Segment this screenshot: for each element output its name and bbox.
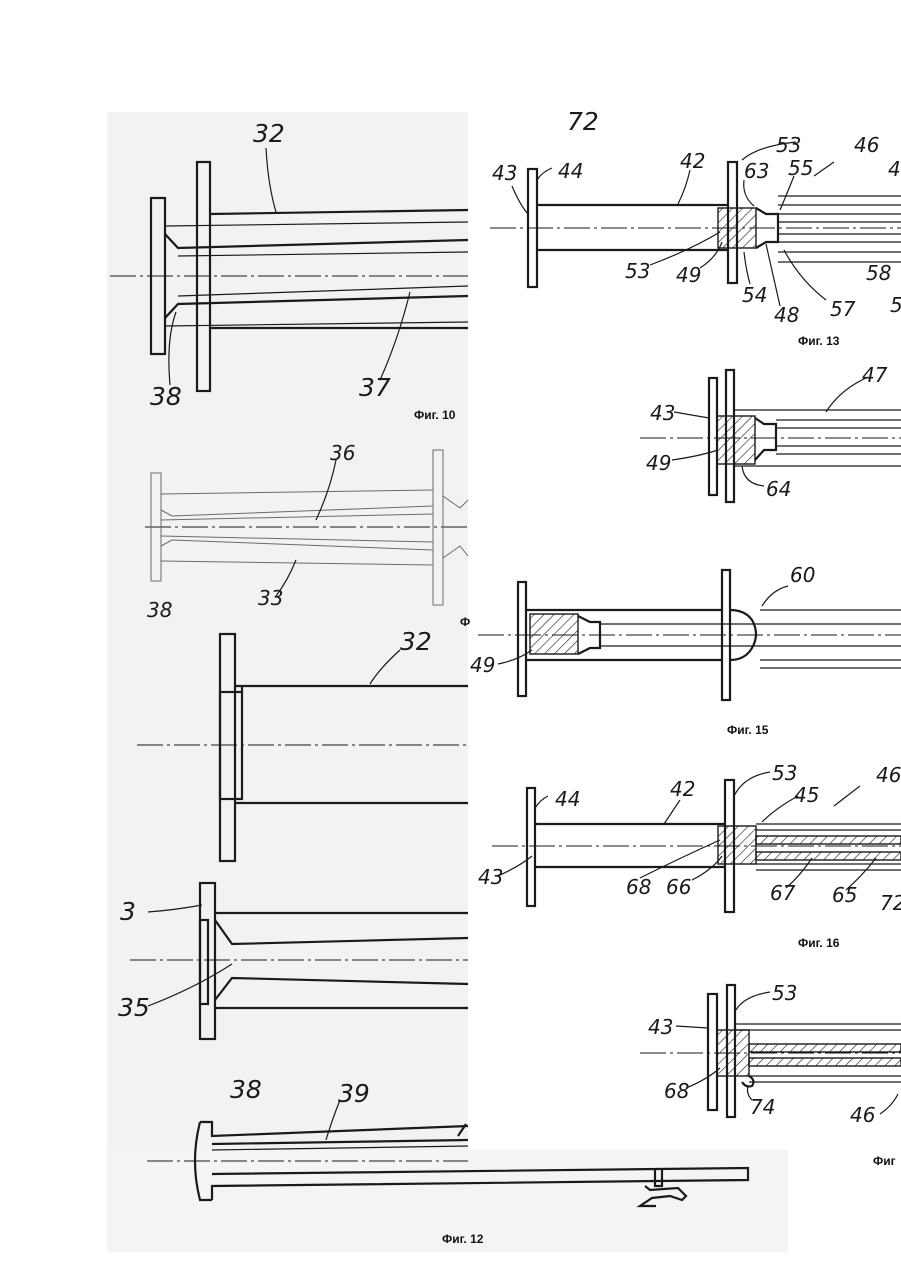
leader-3 xyxy=(148,905,202,912)
ref-39: 39 xyxy=(338,1079,370,1108)
ref-35: 35 xyxy=(118,993,150,1022)
leader-57 xyxy=(784,250,826,300)
ref-74: 74 xyxy=(750,1095,775,1119)
ref-49c: 49 xyxy=(470,653,495,677)
caption-fig12: Фиг. 12 xyxy=(442,1232,484,1246)
ref-44b: 44 xyxy=(555,787,580,811)
figure-10 xyxy=(110,162,468,391)
ref-72-partial: 72 xyxy=(567,107,599,136)
ref-46c: 46 xyxy=(850,1103,875,1127)
figure-12 xyxy=(147,1122,748,1206)
arrow-46b xyxy=(834,786,860,806)
ref-53c: 53 xyxy=(772,761,797,785)
ref-33: 33 xyxy=(258,586,283,610)
ref-42: 42 xyxy=(680,149,705,173)
caption-fig17-partial: Фиг xyxy=(873,1154,896,1168)
ref-32b: 32 xyxy=(400,627,432,656)
ref-68b: 68 xyxy=(664,1079,689,1103)
ref-54: 54 xyxy=(742,283,767,307)
leader-43 xyxy=(512,186,528,214)
ref-43b: 43 xyxy=(650,401,675,425)
caption-fig15: Фиг. 15 xyxy=(727,723,769,737)
leader-64 xyxy=(742,466,764,486)
ref-68: 68 xyxy=(626,875,651,899)
leader-43d xyxy=(676,1026,708,1028)
ref-44: 44 xyxy=(558,159,583,183)
leader-42 xyxy=(678,170,690,204)
ref-43d: 43 xyxy=(648,1015,673,1039)
ref-38: 38 xyxy=(150,382,182,411)
leader-46c xyxy=(880,1094,898,1114)
ref-63: 63 xyxy=(744,159,769,183)
leader-54 xyxy=(744,252,750,284)
leader-53d xyxy=(736,992,770,1010)
leader-63 xyxy=(744,180,754,206)
leader-45 xyxy=(762,796,798,822)
ref-38c: 38 xyxy=(230,1075,262,1104)
leader-36 xyxy=(316,460,336,520)
leader-38 xyxy=(169,312,176,385)
ref-58: 58 xyxy=(866,261,891,285)
ref-48: 48 xyxy=(774,303,799,327)
leader-42b xyxy=(664,800,680,824)
arrow-46 xyxy=(814,162,834,176)
figure-15 xyxy=(478,570,901,700)
ref-53d: 53 xyxy=(772,981,797,1005)
caption-fig11-partial: Ф xyxy=(460,615,470,629)
leader-35 xyxy=(148,964,232,1006)
ref-49: 49 xyxy=(676,263,701,287)
ref-55: 55 xyxy=(788,156,813,180)
leader-65 xyxy=(846,858,876,890)
leader-44b xyxy=(535,796,548,808)
ref-36: 36 xyxy=(330,441,355,465)
figure-11b xyxy=(137,634,468,861)
caption-fig13: Фиг. 13 xyxy=(798,334,840,348)
ref-64: 64 xyxy=(766,477,791,501)
ref-46: 46 xyxy=(854,133,879,157)
ref-42b: 42 xyxy=(670,777,695,801)
ref-32: 32 xyxy=(253,119,285,148)
caption-fig10: Фиг. 10 xyxy=(414,408,456,422)
figure-11c xyxy=(130,883,468,1039)
leader-48 xyxy=(766,244,780,306)
ref-47: 47 xyxy=(862,363,888,387)
ref-57: 57 xyxy=(830,297,856,321)
ref-72: 72 xyxy=(880,891,901,915)
ref-46b: 46 xyxy=(876,763,901,787)
ref-45: 45 xyxy=(794,783,819,807)
leader-37 xyxy=(380,292,410,380)
ref-49b: 49 xyxy=(646,451,671,475)
figure-11 xyxy=(145,450,468,605)
ref-4-partial: 4 xyxy=(888,157,901,181)
ref-5-partial: 5 xyxy=(890,293,901,317)
ref-60: 60 xyxy=(790,563,815,587)
ref-53a: 53 xyxy=(776,133,801,157)
ref-65: 65 xyxy=(832,883,857,907)
ref-43: 43 xyxy=(492,161,517,185)
ref-3: 3 xyxy=(120,897,136,926)
leader-53c xyxy=(734,772,770,796)
leader-47 xyxy=(826,378,866,412)
leader-43b xyxy=(674,412,709,418)
leader-44 xyxy=(537,168,552,180)
ref-67: 67 xyxy=(770,881,796,905)
caption-fig16: Фиг. 16 xyxy=(798,936,840,950)
ref-53b: 53 xyxy=(625,259,650,283)
leader-32b xyxy=(370,650,400,684)
ref-43c: 43 xyxy=(478,865,503,889)
leader-60 xyxy=(762,586,788,606)
leader-68b xyxy=(686,1068,720,1088)
ref-37: 37 xyxy=(359,373,391,402)
ref-38b: 38 xyxy=(147,598,172,622)
leader-32 xyxy=(266,148,276,212)
leader-49b xyxy=(672,450,718,460)
ref-66: 66 xyxy=(666,875,691,899)
